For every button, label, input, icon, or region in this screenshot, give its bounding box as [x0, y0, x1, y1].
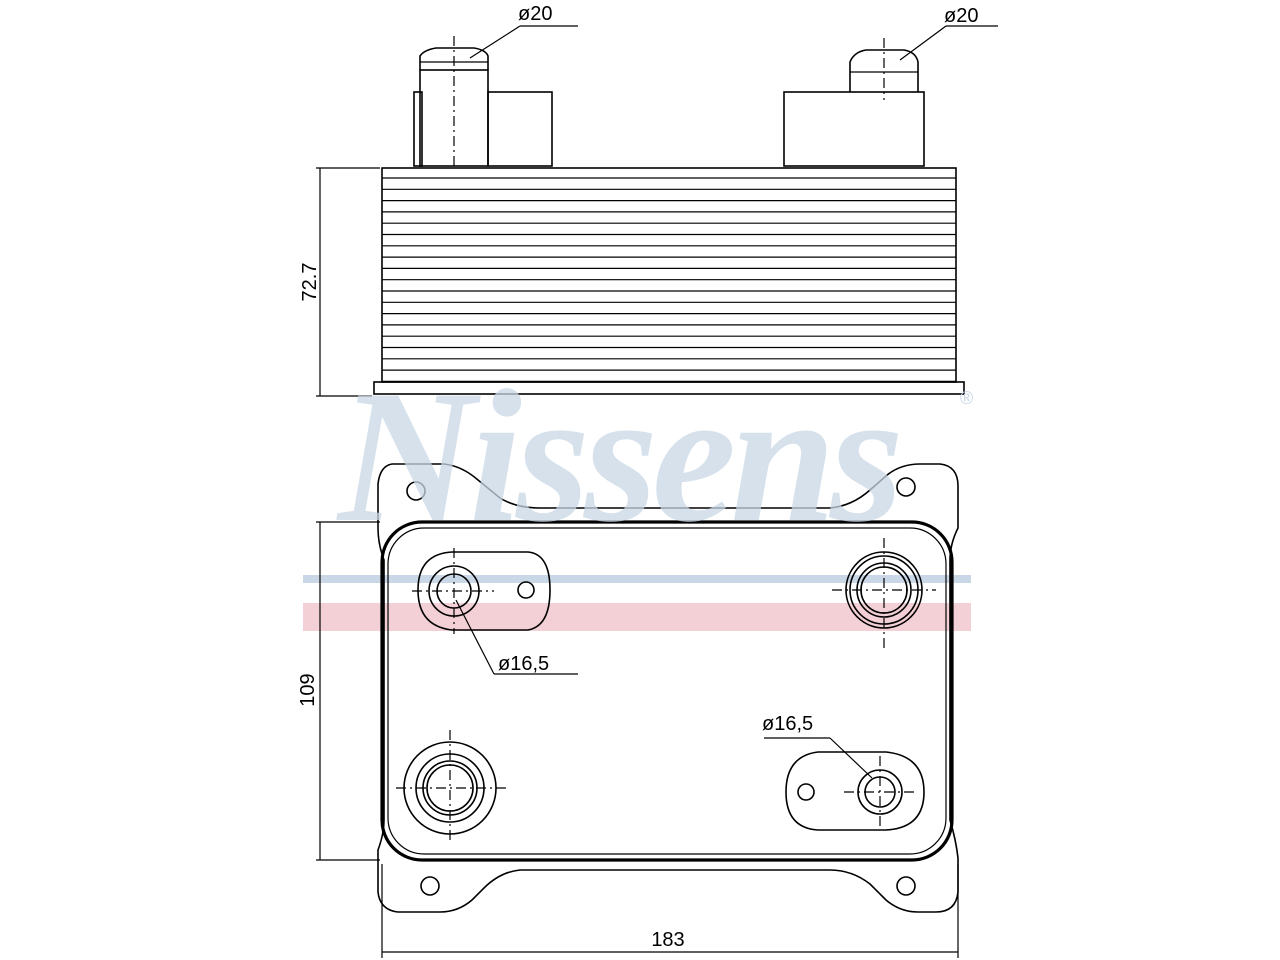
dim-port-lower-right-diameter: ø16,5 — [762, 713, 813, 735]
dim-port-upper-left-diameter: ø16,5 — [498, 653, 549, 675]
watermark-registered-mark: ® — [960, 388, 973, 408]
dim-top-right-port-diameter: ø20 — [944, 5, 978, 27]
dim-top-left-port-diameter: ø20 — [518, 3, 552, 25]
watermark-red-band — [303, 603, 971, 631]
side-view — [316, 25, 998, 397]
dim-depth: 109 — [297, 673, 319, 706]
watermark-blue-band — [303, 575, 971, 583]
watermark-logo: Nissens — [336, 352, 899, 562]
dim-height: 72.7 — [299, 263, 321, 302]
plan-view — [316, 463, 959, 958]
dim-width: 183 — [651, 929, 684, 951]
